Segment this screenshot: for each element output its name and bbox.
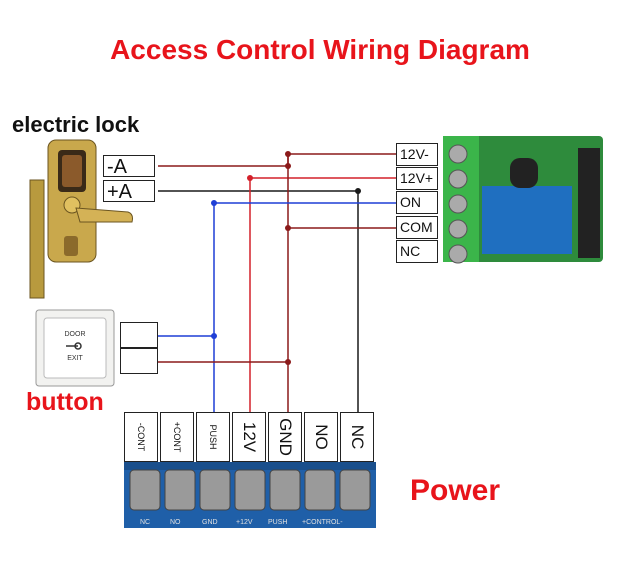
strip-label: NC: [140, 519, 150, 526]
power-terminal-cont-negative: -CONT: [124, 412, 158, 462]
power-terminal-block-image: NC NO GND +12V PUSH +CONTROL-: [124, 462, 376, 528]
strip-label: PUSH: [268, 519, 287, 526]
strip-label: +12V: [236, 519, 253, 526]
strip-label: +CONTROL-: [302, 519, 343, 526]
strip-label: GND: [202, 519, 218, 526]
button-plate-text-exit: EXIT: [67, 355, 83, 362]
power-terminal-12v: 12V: [232, 412, 266, 462]
power-terminal-label: NO: [312, 424, 331, 450]
strip-label: NO: [170, 519, 181, 526]
power-terminal-label: -CONT: [136, 422, 146, 452]
diagram-title: Access Control Wiring Diagram: [110, 34, 530, 65]
relay-board-image: [443, 136, 603, 264]
button-terminal-2: [120, 348, 158, 374]
button-terminal-1: [120, 322, 158, 348]
power-terminal-push: PUSH: [196, 412, 230, 462]
power-terminal-label: 12V: [240, 421, 259, 453]
power-terminal-label: PUSH: [208, 424, 218, 450]
power-terminal-label: NC: [348, 424, 367, 450]
power-terminal-label: +CONT: [172, 421, 182, 453]
electric-lock-image: [29, 139, 133, 299]
power-terminal-cont-positive: +CONT: [160, 412, 194, 462]
power-terminal-no: NO: [304, 412, 338, 462]
electric-lock-label: electric lock: [12, 112, 140, 137]
power-terminal-label: GND: [276, 418, 295, 456]
wire-on-push: [213, 202, 396, 412]
relay-terminal-on: ON: [396, 191, 438, 214]
button-label: button: [26, 388, 104, 416]
relay-terminal-12v-negative: 12V-: [396, 143, 438, 166]
power-label: Power: [410, 474, 501, 507]
power-terminal-gnd: GND: [268, 412, 302, 462]
wire-lock-positive: [158, 190, 359, 412]
relay-terminal-12v-positive: 12V+: [396, 167, 438, 190]
button-plate-text-door: DOOR: [65, 331, 86, 338]
power-terminal-nc: NC: [340, 412, 374, 462]
wire-lock-negative: [158, 153, 396, 167]
exit-button-image: DOOR EXIT: [35, 309, 115, 387]
relay-terminal-com: COM: [396, 216, 438, 239]
lock-terminal-positive: +A: [103, 180, 155, 203]
wire-12v-positive: [249, 177, 396, 412]
lock-terminal-negative: -A: [103, 155, 155, 178]
relay-terminal-nc: NC: [396, 240, 438, 263]
